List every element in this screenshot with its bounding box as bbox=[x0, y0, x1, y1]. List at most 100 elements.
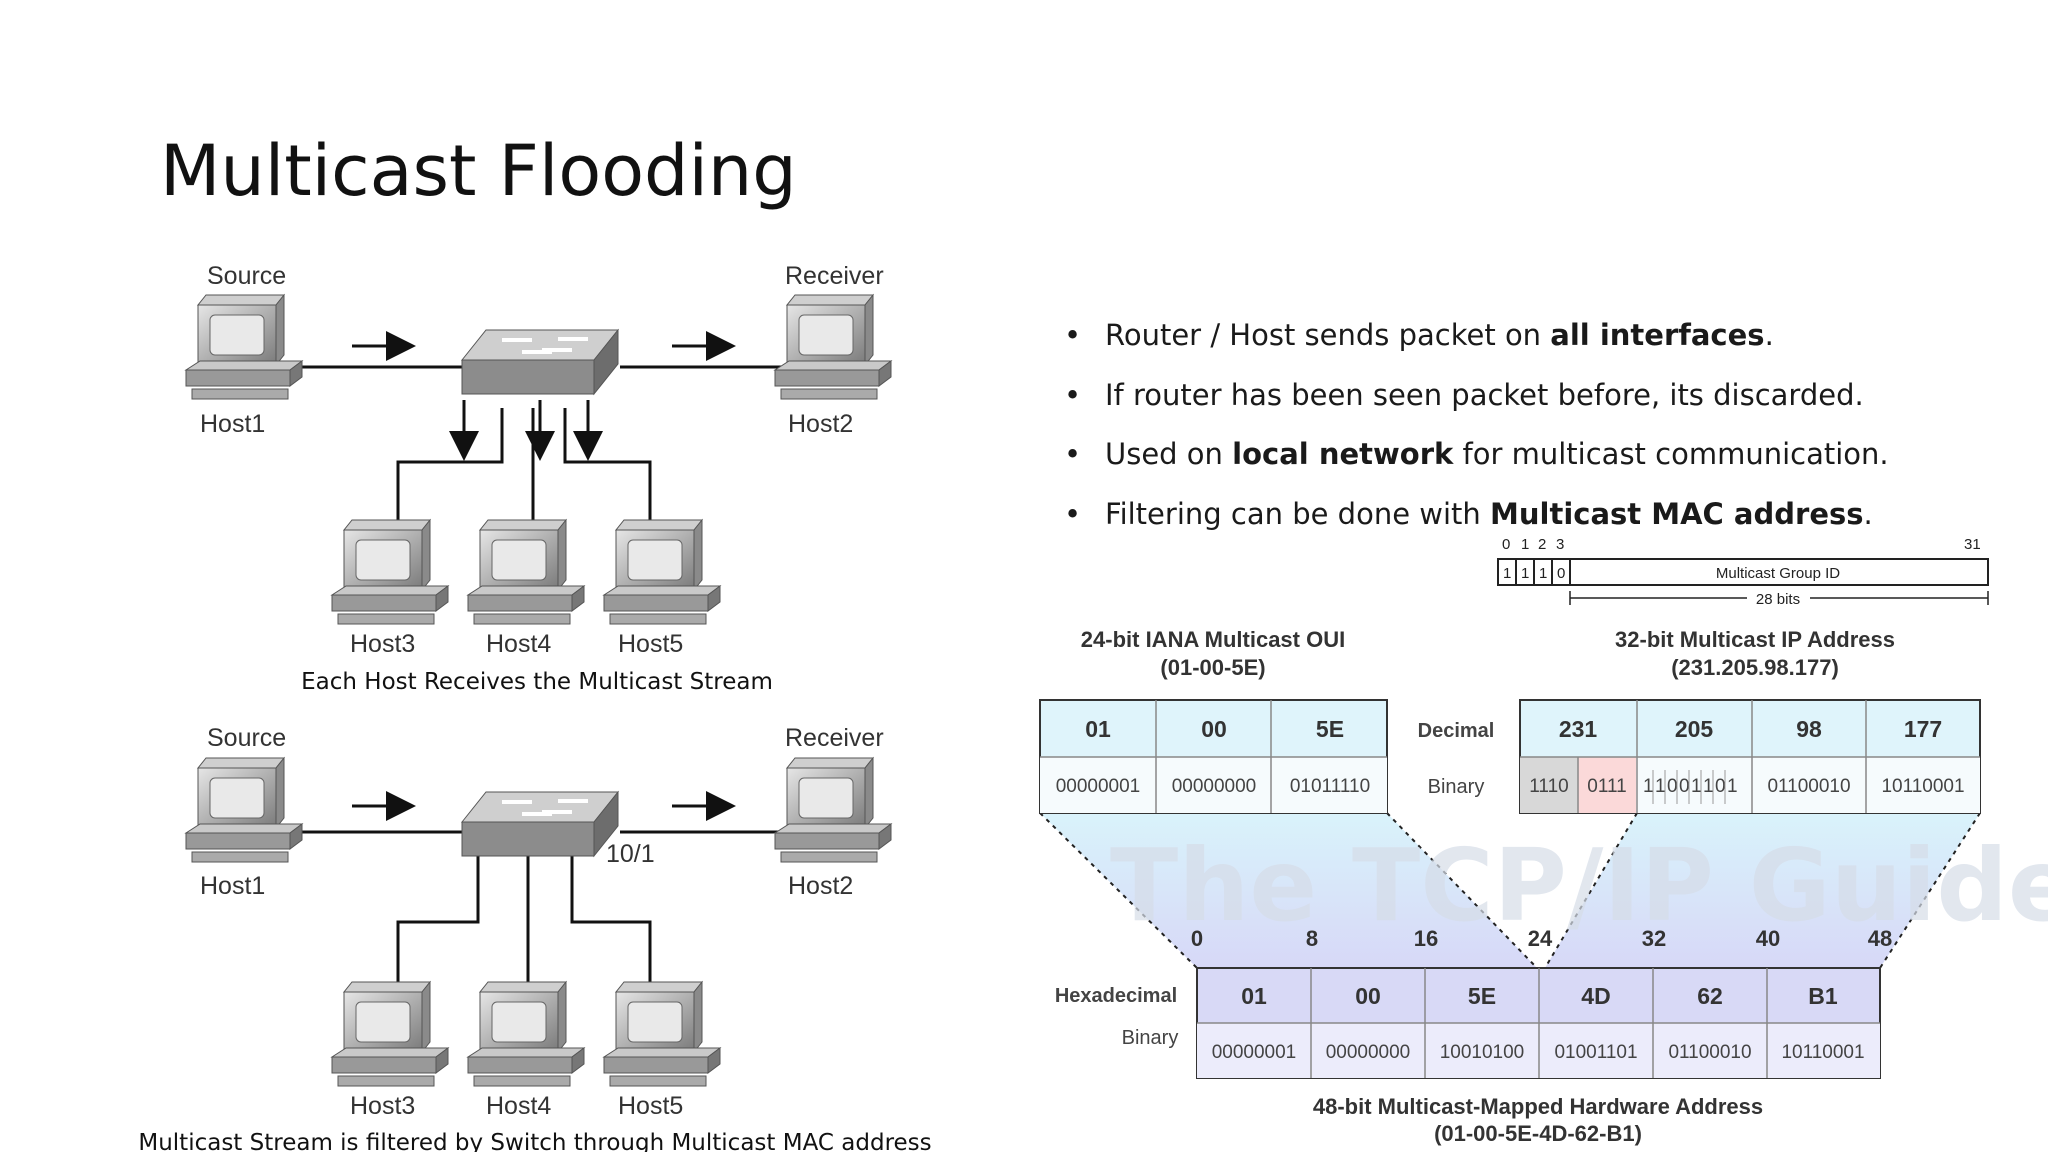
bullet-dot: • bbox=[1064, 497, 1081, 531]
mac-hex: 01 bbox=[1241, 983, 1267, 1009]
mac-bin: 01001101 bbox=[1554, 1042, 1637, 1063]
ip-dec: 177 bbox=[1904, 716, 1942, 742]
multicast-mapping-diagram: The TCP/IP Guide 0 1 2 3 31 1 1 1 0 Mult… bbox=[1039, 536, 2048, 1146]
bit-index: 31 bbox=[1964, 536, 1981, 553]
svg-text:16: 16 bbox=[1414, 926, 1438, 951]
group-id-label: Multicast Group ID bbox=[1716, 565, 1840, 582]
mac-bin: 00000001 bbox=[1212, 1042, 1297, 1063]
bullet-item: If router has been seen packet before, i… bbox=[1105, 378, 1864, 412]
mac-subtitle: (01-00-5E-4D-62-B1) bbox=[1434, 1121, 1642, 1146]
svg-text:8: 8 bbox=[1306, 926, 1318, 951]
bullet-list: • Router / Host sends packet on all inte… bbox=[1064, 318, 1889, 531]
oui-hex: 01 bbox=[1085, 716, 1111, 742]
computer-icon bbox=[331, 981, 449, 1087]
host-label: Host2 bbox=[788, 410, 853, 438]
binary-label: Binary bbox=[1122, 1027, 1179, 1049]
watermark: The TCP/IP Guide bbox=[1110, 827, 2048, 944]
ip-dec: 231 bbox=[1559, 716, 1598, 742]
computer-icon bbox=[467, 519, 585, 625]
oui-fan bbox=[1040, 813, 1537, 968]
mac-bit-ticks: 0 8 16 24 32 40 48 bbox=[1191, 926, 1892, 951]
page-title: Multicast Flooding bbox=[160, 130, 797, 212]
svg-text:1: 1 bbox=[1727, 776, 1738, 797]
bit-index: 0 bbox=[1502, 536, 1510, 553]
bit-index: 3 bbox=[1556, 536, 1564, 553]
network-diagram-top: Source Receiver Host1 Host2 Host3 Host4 … bbox=[185, 262, 892, 695]
svg-text:0: 0 bbox=[1715, 776, 1726, 797]
ip-bin-pink: 0111 bbox=[1587, 776, 1626, 797]
source-label: Source bbox=[207, 262, 286, 290]
host-label: Host3 bbox=[350, 1092, 415, 1120]
ip-title: 32-bit Multicast IP Address bbox=[1615, 627, 1895, 652]
mac-bin: 10110001 bbox=[1781, 1042, 1864, 1063]
bullet-dot: • bbox=[1064, 378, 1081, 412]
bullet-item: Filtering can be done with Multicast MAC… bbox=[1105, 497, 1873, 531]
mac-bin: 00000000 bbox=[1326, 1042, 1411, 1063]
host-label: Host2 bbox=[788, 872, 853, 900]
ip-fan bbox=[1545, 813, 1980, 968]
bit-value: 1 bbox=[1521, 565, 1529, 582]
oui-subtitle: (01-00-5E) bbox=[1160, 655, 1265, 680]
bullet-dot: • bbox=[1064, 318, 1081, 352]
source-label: Source bbox=[207, 724, 286, 752]
bullet-item: Router / Host sends packet on all interf… bbox=[1105, 318, 1774, 352]
diagram-caption: Each Host Receives the Multicast Stream bbox=[301, 669, 773, 695]
binary-label: Binary bbox=[1428, 776, 1485, 798]
mac-hex: 5E bbox=[1468, 983, 1496, 1009]
svg-text:32: 32 bbox=[1642, 926, 1666, 951]
oui-bin: 00000000 bbox=[1172, 776, 1257, 797]
host-label: Host1 bbox=[200, 872, 265, 900]
ip-dec: 98 bbox=[1796, 716, 1822, 742]
svg-text:0: 0 bbox=[1667, 776, 1678, 797]
ip-subtitle: (231.205.98.177) bbox=[1671, 655, 1839, 680]
bit-value: 0 bbox=[1557, 565, 1565, 582]
ip-bin-split: 1 1 0 0 1 1 0 1 bbox=[1643, 770, 1738, 804]
hexadecimal-label: Hexadecimal bbox=[1055, 985, 1177, 1007]
ip-bin: 01100010 bbox=[1767, 776, 1850, 797]
svg-text:1: 1 bbox=[1655, 776, 1666, 797]
host-label: Host5 bbox=[618, 1092, 683, 1120]
ip-bin-gray: 1110 bbox=[1529, 776, 1568, 797]
bit-value: 1 bbox=[1539, 565, 1547, 582]
receiver-label: Receiver bbox=[785, 262, 884, 290]
switch-icon bbox=[460, 790, 620, 858]
mac-hex: 00 bbox=[1355, 983, 1381, 1009]
svg-text:1: 1 bbox=[1643, 776, 1654, 797]
bullet-item: Used on local network for multicast comm… bbox=[1105, 437, 1889, 471]
network-diagram-bottom: Source Receiver 10/1 Host1 Host2 Host3 H… bbox=[138, 724, 931, 1152]
computer-icon bbox=[603, 519, 721, 625]
diagram-caption: Multicast Stream is filtered by Switch t… bbox=[138, 1130, 931, 1152]
mac-hex: 62 bbox=[1697, 983, 1723, 1009]
mac-bin: 10010100 bbox=[1440, 1042, 1525, 1063]
oui-bin: 00000001 bbox=[1056, 776, 1141, 797]
svg-text:24: 24 bbox=[1528, 926, 1553, 951]
host-label: Host4 bbox=[486, 630, 551, 658]
mac-title: 48-bit Multicast-Mapped Hardware Address bbox=[1313, 1094, 1763, 1119]
ip-dec: 205 bbox=[1675, 716, 1714, 742]
oui-hex: 00 bbox=[1201, 716, 1227, 742]
bullet-dot: • bbox=[1064, 437, 1081, 471]
svg-text:0: 0 bbox=[1679, 776, 1690, 797]
port-label: 10/1 bbox=[606, 840, 655, 868]
bit-index: 2 bbox=[1538, 536, 1546, 553]
svg-text:0: 0 bbox=[1191, 926, 1203, 951]
bit-value: 1 bbox=[1503, 565, 1511, 582]
mac-hex: B1 bbox=[1808, 983, 1838, 1009]
bit-index: 1 bbox=[1521, 536, 1529, 553]
computer-icon bbox=[331, 519, 449, 625]
host-label: Host4 bbox=[486, 1092, 551, 1120]
svg-text:1: 1 bbox=[1691, 776, 1702, 797]
mac-bin: 01100010 bbox=[1668, 1042, 1751, 1063]
host-label: Host1 bbox=[200, 410, 265, 438]
svg-text:1: 1 bbox=[1703, 776, 1714, 797]
computer-icon bbox=[185, 757, 303, 863]
decimal-label: Decimal bbox=[1418, 720, 1495, 742]
computer-icon bbox=[185, 294, 303, 400]
ip-bin: 10110001 bbox=[1881, 776, 1964, 797]
mac-hex: 4D bbox=[1581, 983, 1610, 1009]
svg-text:40: 40 bbox=[1756, 926, 1780, 951]
bits-label: 28 bits bbox=[1756, 591, 1800, 608]
oui-hex: 5E bbox=[1316, 716, 1344, 742]
host-label: Host3 bbox=[350, 630, 415, 658]
